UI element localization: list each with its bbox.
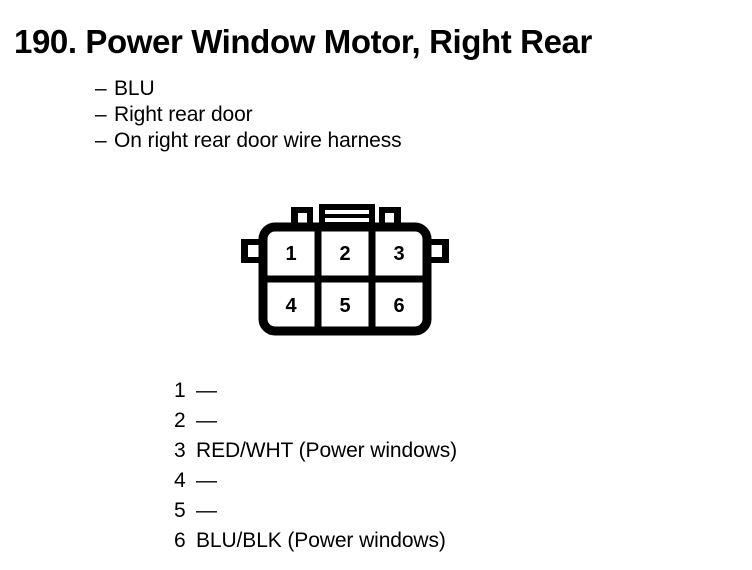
connector-diagram: 1 2 3 4 5 6 xyxy=(236,198,454,338)
pin-legend-description: RED/WHT (Power windows) xyxy=(196,439,458,462)
pin-legend-description: — xyxy=(196,499,217,522)
pin-legend-row: 3 RED/WHT (Power windows) xyxy=(174,436,457,466)
connector-pin-3: 3 xyxy=(393,243,404,265)
pin-legend-number: 3 xyxy=(174,439,186,462)
attribute-item-location: –Right rear door xyxy=(95,102,402,128)
pin-legend-row: 6 BLU/BLK (Power windows) xyxy=(174,526,457,556)
pin-legend-number: 1 xyxy=(174,379,186,402)
pin-legend-description: — xyxy=(196,409,217,432)
connector-pin-4: 4 xyxy=(285,295,297,317)
connector-pin-5: 5 xyxy=(339,295,350,317)
pin-legend-description: BLU/BLK (Power windows) xyxy=(196,529,446,552)
pin-legend-row: 5— xyxy=(174,496,457,526)
pin-legend-number: 4 xyxy=(174,469,186,492)
attribute-label: BLU xyxy=(114,77,155,100)
connector-pin-1: 1 xyxy=(285,243,296,265)
pin-legend-number: 6 xyxy=(174,529,186,552)
dash-marker: – xyxy=(95,77,107,100)
page-title: 190. Power Window Motor, Right Rear xyxy=(14,23,592,60)
connector-pin-2: 2 xyxy=(339,243,350,265)
dash-marker: – xyxy=(95,103,107,126)
pin-legend-number: 5 xyxy=(174,499,186,522)
pin-legend-description: — xyxy=(196,469,217,492)
attribute-item-color: –BLU xyxy=(95,76,402,102)
pin-legend-row: 2— xyxy=(174,406,457,436)
connector-pin-6: 6 xyxy=(393,295,404,317)
dash-marker: – xyxy=(95,129,107,152)
pin-legend-number: 2 xyxy=(174,409,186,432)
attribute-label: Right rear door xyxy=(114,103,253,126)
pin-legend-row: 1— xyxy=(174,376,457,406)
attribute-list: –BLU –Right rear door –On right rear doo… xyxy=(95,76,402,154)
attribute-item-harness: –On right rear door wire harness xyxy=(95,128,402,154)
attribute-label: On right rear door wire harness xyxy=(114,129,402,152)
pin-legend-row: 4— xyxy=(174,466,457,496)
pin-legend-description: — xyxy=(196,379,217,402)
